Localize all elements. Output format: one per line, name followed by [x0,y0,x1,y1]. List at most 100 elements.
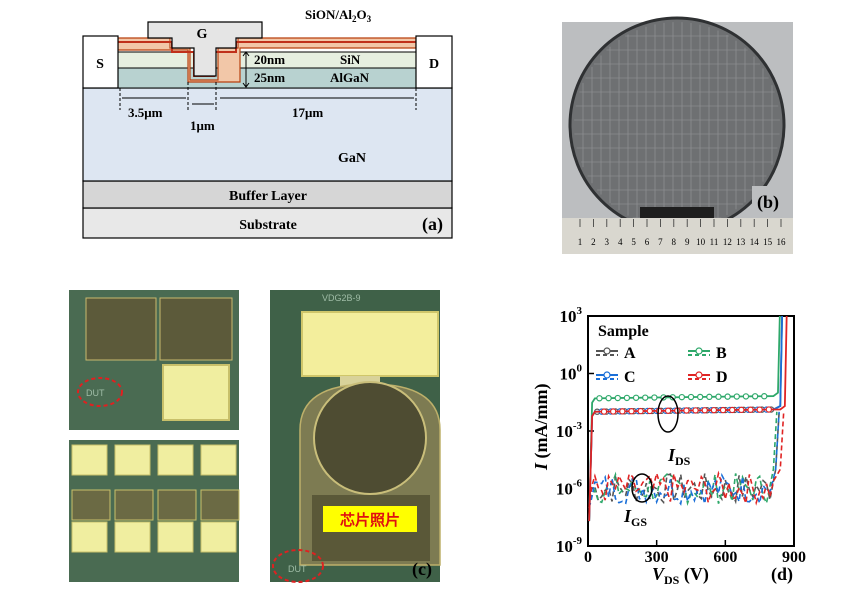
igs-curve-B [588,411,778,508]
lg-label: 1μm [190,118,215,133]
ids-marker-B [642,394,649,401]
ids-marker-D [765,406,773,413]
ids-marker-B [733,393,740,400]
igs-curve-D [588,411,785,508]
micro-pad [157,444,194,476]
y-tick-label: 103 [560,305,583,326]
gan-label: GaN [338,151,366,166]
ids-marker-D [609,408,617,415]
ids-marker-B [623,394,631,402]
micro-pad [71,489,111,521]
chip-code: VDG2B-9 [322,293,361,303]
ruler-label: 6 [645,237,650,247]
micro-pad [200,489,240,521]
ids-marker-D [710,406,718,414]
ids-marker-D [719,406,727,414]
label-bg [752,186,792,216]
legend-label-C: C [624,369,636,386]
dut-marker-1 [77,377,123,407]
panel-d-label: (d) [771,564,793,585]
ruler-label: 8 [672,237,677,247]
gan-layer [82,87,453,182]
micro-pad [157,489,197,521]
ids-marker-D [619,408,626,415]
ids-marker-B [696,393,704,401]
ids-marker-B [687,393,695,401]
y-tick-label: 10-9 [556,535,583,556]
legend-label-A: A [624,345,636,362]
ids-label: IDS [667,445,691,468]
micro-pad [71,444,108,476]
ids-marker-B [596,395,603,402]
ids-marker-B [761,393,768,400]
ids-marker-D [664,407,672,414]
dut-text-2: DUT [288,564,307,574]
igs-curve-C [588,411,780,508]
buffer-label: Buffer Layer [229,189,307,204]
ids-marker-D [692,407,699,414]
ids-marker [657,395,679,433]
thickness-arrowheads [242,51,250,88]
ids-marker-D [756,406,763,413]
ids-marker-B [678,393,686,401]
ids-marker-B [715,393,722,400]
ids-marker-B [651,394,658,401]
source-label: S [96,57,104,72]
ids-marker-D [628,408,635,415]
wafer-holder [640,207,714,219]
iv-curves [588,315,788,522]
legend-marker-C [603,371,611,379]
legend-label-B: B [716,345,727,362]
substrate-label: Substrate [239,218,297,233]
ruler-label: 16 [777,237,787,247]
y-tick-label: 100 [560,363,583,384]
passivation-label: SiON/Al2O3 [305,7,372,24]
panel-c: DUT VDG2B-9 芯片照片 DUT (c) [69,290,441,583]
ids-marker-B [706,393,713,401]
ruler-label: 4 [618,237,623,247]
ids-marker-D [683,407,690,414]
algan-label: AlGaN [330,70,370,85]
x-tick-label: 300 [645,549,669,566]
micro-pad [114,521,151,553]
ruler-label: 11 [710,237,719,247]
legend-label-D: D [716,369,728,386]
y-tick-label: 10-3 [556,420,583,441]
ids-marker-D [747,406,754,413]
legend-marker-B [695,347,703,355]
dut-text-1: DUT [86,388,105,398]
gate-electrode [147,21,263,77]
ids-marker-D [646,407,654,415]
wafer-die-grid [574,22,780,228]
micro-pad [114,444,151,476]
x-tick-label: 600 [713,549,737,566]
ids-marker-D [600,408,608,415]
ruler-label: 3 [605,237,610,247]
source-contact [82,35,119,89]
micro-pad [200,521,237,553]
pad-rows [71,444,240,553]
sin-label: SiN [340,52,361,67]
ids-marker-D [701,407,708,414]
ruler [562,218,793,254]
panel-a: G S D SiON/Al2O3 SiN AlGaN 20nm 25nm GaN… [82,7,453,239]
ruler-label: 13 [736,237,746,247]
y-axis-label: I (mA/mm) [531,384,552,472]
chip-label-bg [323,506,417,532]
ids-marker-B [632,394,640,401]
panel-b-label: (b) [757,192,779,213]
ids-marker-D [637,407,644,415]
drain-label: D [429,57,439,72]
ruler-label: 5 [631,237,636,247]
ids-marker-B [724,393,731,400]
sin-thickness: 20nm [254,52,285,67]
pad-bright [162,364,230,421]
ids-marker-B [742,393,750,400]
dimension-guides [119,82,417,110]
ruler-label: 15 [763,237,773,247]
legend-title: Sample [598,323,649,340]
dimension-arrows [122,97,414,105]
